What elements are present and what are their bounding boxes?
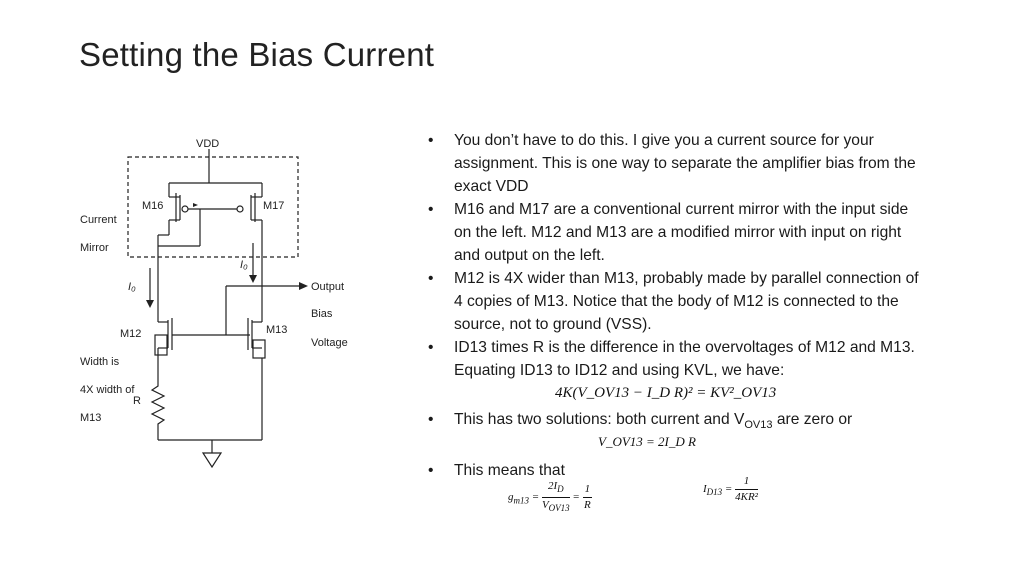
m17-label: M17 — [263, 200, 284, 212]
id13-equation: ID13 = 1 4KR² — [703, 474, 758, 505]
gm-num: 2I — [547, 480, 558, 492]
bullet-text: M16 and M17 are a conventional current m… — [454, 201, 909, 264]
bullet-text-sub: OV13 — [744, 419, 773, 432]
bullet-dot: • — [428, 201, 434, 218]
id-num: 1 — [735, 474, 758, 490]
current-label: Current — [80, 214, 117, 226]
i0-right-arrowhead — [249, 275, 257, 283]
m16-label: M16 — [142, 200, 163, 212]
gm-den-sub: OV13 — [548, 503, 570, 514]
bullet-item: • This means that — [428, 459, 928, 482]
m12-label: M12 — [120, 328, 141, 340]
bullet-dot: • — [428, 411, 434, 428]
m16-gate-bubble — [181, 205, 189, 213]
m13-label: M13 — [266, 324, 287, 336]
4x-width-label: 4X width of — [80, 384, 135, 396]
i0-left-label: I₀ — [128, 281, 136, 293]
kvl-equation: 4K(V_OV13 − I_D R)² = KV²_OV13 — [555, 385, 776, 402]
id-den: 4KR² — [735, 491, 758, 503]
gm-fraction: 2ID VOV13 — [541, 479, 570, 516]
bullet-dot: • — [428, 132, 434, 149]
bullet-dot: • — [428, 339, 434, 356]
voltage-label: Voltage — [311, 337, 348, 349]
bullet-text: ID13 times R is the difference in the ov… — [454, 339, 915, 379]
output-arrowhead — [299, 282, 308, 290]
bullet-list: • You don’t have to do this. I give you … — [428, 129, 928, 482]
bullet-dot: • — [428, 462, 434, 480]
gm-rhs-fraction: 1 R — [582, 482, 593, 513]
gm-lhs: g — [508, 491, 514, 504]
gm-rhs-num: 1 — [582, 482, 593, 499]
id-lhs-sub: D13 — [706, 487, 723, 498]
bullet-dot: • — [428, 270, 434, 287]
bullet-text: This means that — [454, 462, 565, 480]
bullet-item: • You don’t have to do this. I give you … — [428, 129, 928, 198]
bullet-item: • This has two solutions: both current a… — [428, 408, 928, 437]
output-label: Output — [311, 281, 344, 293]
bullet-text-prefix: This has two solutions: both current and… — [454, 411, 745, 428]
width-is-label: Width is — [80, 356, 120, 368]
bullet-text: You don’t have to do this. I give you a … — [454, 132, 916, 195]
current-mirror-box — [127, 156, 299, 258]
vdd-label: VDD — [196, 138, 219, 150]
bullet-item: • M16 and M17 are a conventional current… — [428, 198, 928, 267]
gm-num-sub: D — [557, 484, 564, 495]
resistor-r — [150, 378, 166, 440]
id13-fraction: 1 4KR² — [735, 474, 758, 505]
bullet-item: • ID13 times R is the difference in the … — [428, 336, 928, 382]
m13-body-tie — [252, 339, 266, 359]
gm-den: V — [541, 499, 549, 512]
bullet-text: M12 is 4X wider than M13, probably made … — [454, 270, 919, 333]
mirror-label: Mirror — [80, 242, 109, 254]
id-lhs: I — [703, 483, 707, 496]
kvl-equation-text: 4K(V_OV13 − I_D R)² = KV²_OV13 — [555, 385, 777, 401]
m13-note-label: M13 — [80, 412, 101, 424]
bullet-item: • M12 is 4X wider than M13, probably mad… — [428, 267, 928, 336]
bullet-text-suffix: are zero or — [772, 411, 853, 428]
bias-label: Bias — [311, 308, 333, 320]
m17-gate-bubble — [236, 205, 244, 213]
vov-equation: V_OV13 = 2I_D R — [598, 434, 696, 450]
slide-title: Setting the Bias Current — [79, 36, 435, 73]
m12-body-tie — [154, 334, 168, 356]
i0-right-label: I₀ — [240, 259, 248, 271]
gm-rhs-den: R — [583, 499, 591, 512]
gm-lhs-sub: m13 — [513, 495, 530, 506]
r-label: R — [133, 395, 141, 407]
ground-symbol — [201, 452, 223, 469]
i0-left-arrowhead — [146, 300, 154, 308]
gm-equation: gm13 = 2ID VOV13 = 1 R — [508, 479, 593, 516]
vov-equation-text: V_OV13 = 2I_D R — [598, 434, 696, 449]
